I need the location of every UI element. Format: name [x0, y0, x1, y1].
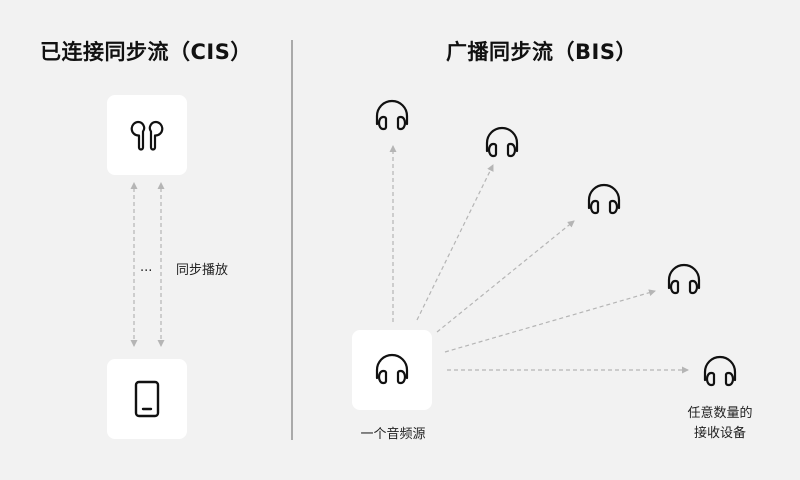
bis-link-2	[416, 164, 494, 321]
phone-icon	[134, 380, 160, 418]
bis-link-4	[444, 289, 656, 353]
earbuds-card	[107, 95, 187, 175]
headphones-icon	[375, 99, 409, 131]
headphones-icon	[587, 183, 621, 215]
phone-card	[107, 359, 187, 439]
bis-link-3	[436, 220, 575, 333]
receivers-label: 任意数量的 接收设备	[670, 404, 770, 444]
headphones-icon	[375, 353, 409, 385]
audio-source-label: 一个音频源	[360, 427, 426, 442]
receivers-label-line2: 接收设备	[693, 426, 746, 441]
section-divider	[291, 40, 293, 440]
headphones-icon	[485, 126, 519, 158]
audio-source-card	[352, 330, 432, 410]
earbuds-icon	[130, 120, 164, 151]
headphones-icon	[703, 355, 737, 387]
cis-title: 已连接同步流（CIS）	[40, 40, 252, 64]
cis-ellipsis: ...	[140, 260, 153, 275]
bis-title: 广播同步流（BIS）	[446, 40, 637, 64]
headphones-icon	[667, 263, 701, 295]
receivers-label-line1: 任意数量的	[687, 406, 753, 421]
cis-sync-label: 同步播放	[176, 263, 229, 278]
